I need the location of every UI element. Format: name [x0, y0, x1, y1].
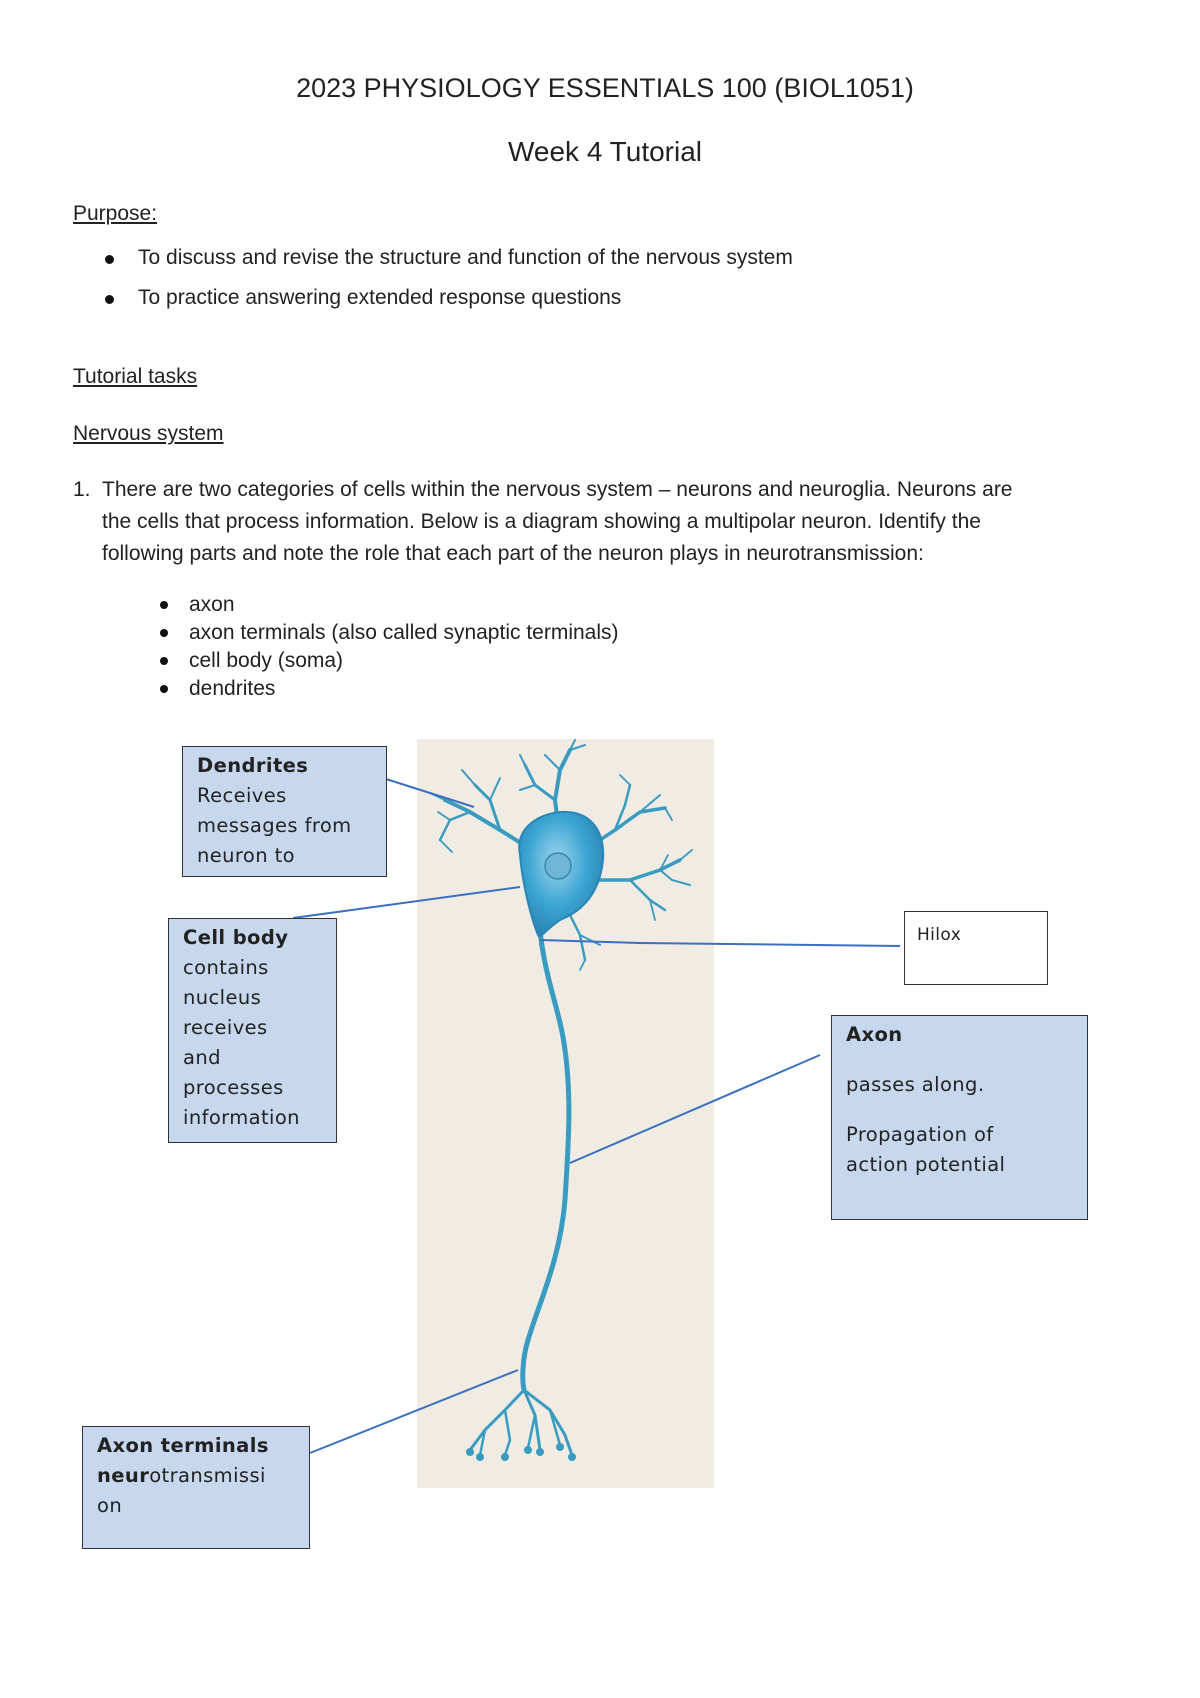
axon-label-line: action potential — [846, 1153, 1006, 1176]
hilox-label: Hilox — [904, 911, 1048, 985]
week-title: Week 4 Tutorial — [507, 136, 703, 167]
cell-body-label: Cell body contains nucleus receives and … — [168, 918, 337, 1143]
axon-label-line: passes along. — [846, 1073, 985, 1096]
cell-body-label-line: information — [183, 1106, 300, 1129]
purpose-list: To discuss and revise the structure and … — [105, 246, 793, 326]
question-text: There are two categories of cells within… — [102, 474, 1162, 570]
cell-body-label-line: contains — [183, 956, 269, 979]
parts-item: dendrites — [160, 677, 619, 705]
purpose-item: To discuss and revise the structure and … — [105, 246, 793, 286]
axon-terminals-label-line: neurotransmissi — [97, 1464, 266, 1487]
bullet-icon — [160, 601, 168, 609]
cell-body-leader-line — [292, 886, 521, 919]
axon-label-line: Propagation of — [846, 1123, 994, 1146]
axon-terminals-leader-line — [309, 1369, 519, 1454]
parts-item: axon — [160, 593, 619, 621]
dendrites-label: Dendrites Receives messages from neuron … — [182, 746, 387, 877]
dendrites-label-line: neuron to — [197, 844, 295, 867]
cell-body-label-line: processes — [183, 1076, 284, 1099]
bullet-icon — [105, 255, 114, 264]
dendrites-label-line: messages from — [197, 814, 352, 837]
axon-terminals-label-line: on — [97, 1494, 123, 1517]
axon-terminals-label: Axon terminals neurotransmissi on — [82, 1426, 310, 1549]
bullet-icon — [160, 657, 168, 665]
course-title: 2023 PHYSIOLOGY ESSENTIALS 100 (BIOL1051… — [296, 73, 914, 103]
bullet-icon — [160, 685, 168, 693]
cell-body-label-line: and — [183, 1046, 221, 1069]
axon-label-title: Axon — [846, 1023, 903, 1046]
nervous-system-heading: Nervous system — [73, 422, 224, 445]
parts-item: cell body (soma) — [160, 649, 619, 677]
parts-item: axon terminals (also called synaptic ter… — [160, 621, 619, 649]
axon-leader-line — [569, 1054, 821, 1164]
dendrites-label-title: Dendrites — [197, 754, 309, 777]
question-line: There are two categories of cells within… — [102, 478, 1013, 501]
bullet-icon — [105, 295, 114, 304]
cell-body-label-line: nucleus — [183, 986, 262, 1009]
parts-list: axon axon terminals (also called synapti… — [160, 593, 619, 705]
question-line: the cells that process information. Belo… — [102, 510, 981, 533]
nucleus-shape — [544, 852, 572, 880]
question-number: 1. — [73, 478, 91, 501]
hilox-leader-line — [539, 939, 901, 947]
tutorial-tasks-heading: Tutorial tasks — [73, 365, 198, 388]
dendrites-label-line: Receives — [197, 784, 287, 807]
purpose-item: To practice answering extended response … — [105, 286, 793, 326]
bullet-icon — [160, 629, 168, 637]
terminal-knobs — [466, 1443, 576, 1461]
dendrites-leader-line — [385, 778, 475, 808]
hilox-label-text: Hilox — [917, 925, 962, 945]
cell-body-label-title: Cell body — [183, 926, 289, 949]
leader-lines — [292, 778, 901, 1454]
purpose-heading: Purpose: — [73, 202, 158, 225]
cell-body-label-line: receives — [183, 1016, 268, 1039]
question-line: following parts and note the role that e… — [102, 542, 924, 565]
axon-terminals-label-title: Axon terminals — [97, 1434, 269, 1457]
axon-label: Axon passes along. Propagation of action… — [831, 1015, 1088, 1220]
